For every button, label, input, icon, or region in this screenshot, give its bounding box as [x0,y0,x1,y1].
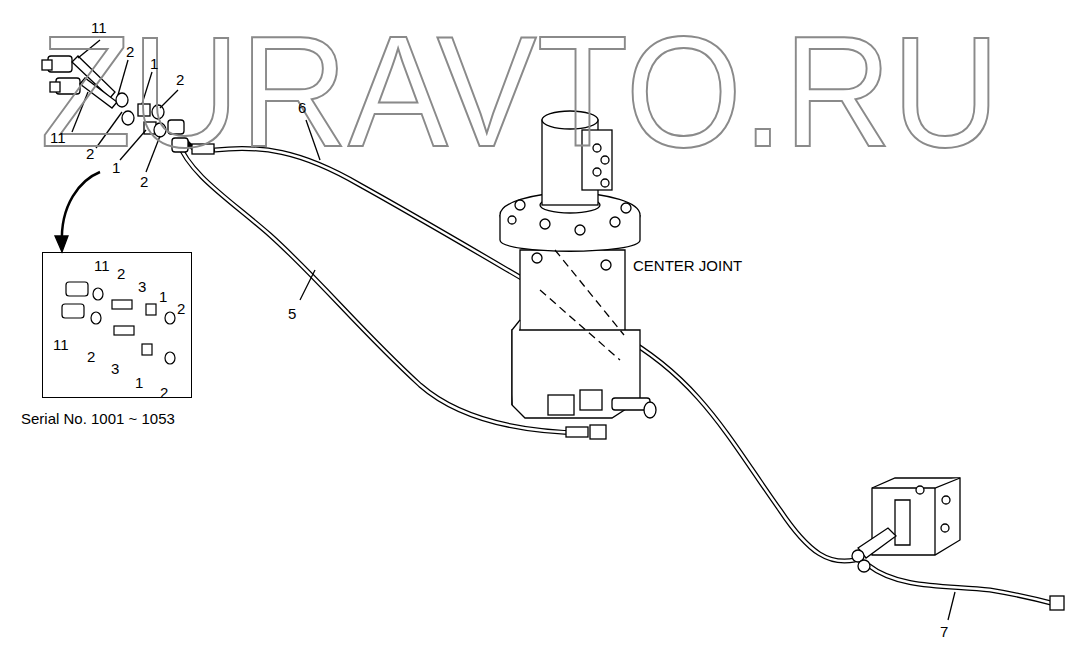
callout-number: 2 [87,349,95,364]
callout-number: 3 [111,361,119,376]
fitting-part [62,304,84,318]
inset-box: 112312112312Serial No. 1001 ~ 1053 [42,252,192,398]
fitting-part [146,304,156,315]
callout-number: 1 [135,375,143,390]
callout-number: 11 [50,130,66,145]
callout-number: 2 [176,72,184,87]
callout-number: 2 [86,146,94,161]
callout-number: 3 [138,279,146,294]
callout-number: 1 [150,56,158,71]
part-label: CENTER JOINT [633,258,742,273]
callout-number: 1 [159,289,167,304]
fitting-part [93,288,103,300]
callout-number: 2 [140,174,148,189]
callout-number: 1 [112,160,120,175]
serial-note: Serial No. 1001 ~ 1053 [21,411,175,426]
callout-number: 2 [160,385,168,400]
fitting-part [114,326,134,335]
callout-number: 11 [53,337,69,352]
fitting-part [112,300,132,309]
callout-number: 6 [298,100,306,115]
callout-number: 7 [940,624,948,639]
callout-number: 2 [117,266,125,281]
fitting-part [165,312,175,324]
callout-number: 11 [94,258,110,273]
fitting-part [66,282,88,296]
callout-number: 11 [91,20,107,35]
callout-number: 2 [126,44,134,59]
fitting-part [91,312,101,324]
inset-parts [62,282,175,364]
watermark: ZURAVTO.RU [40,12,1000,170]
callout-number: 2 [177,301,185,316]
callout-number: 5 [288,306,296,321]
fitting-part [142,344,152,355]
fitting-part [165,352,175,364]
